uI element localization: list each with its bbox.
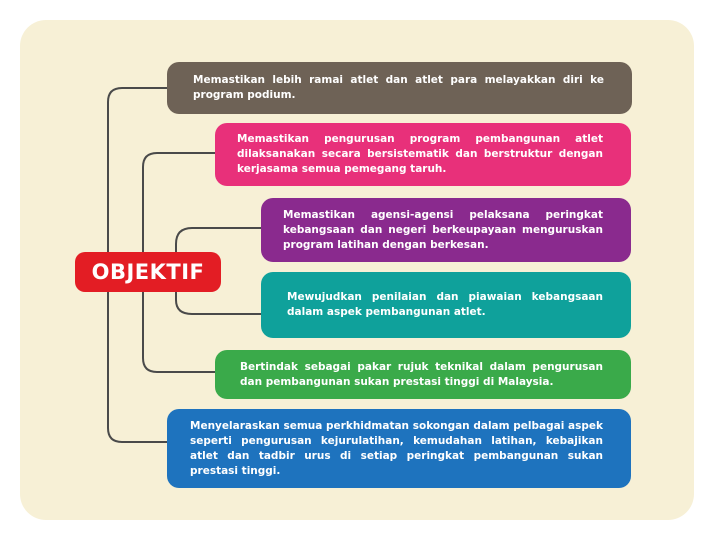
objective-box-6: Menyelaraskan semua perkhidmatan sokonga… — [167, 409, 631, 488]
objective-text-2: Memastikan pengurusan program pembanguna… — [237, 133, 603, 175]
objective-box-4: Mewujudkan penilaian dan piawaian kebang… — [261, 272, 631, 338]
objective-text-5: Bertindak sebagai pakar rujuk teknikal d… — [240, 360, 603, 388]
objective-box-2: Memastikan pengurusan program pembanguna… — [215, 123, 631, 186]
objective-box-5: Bertindak sebagai pakar rujuk teknikal d… — [215, 350, 631, 399]
objective-text-6: Menyelaraskan semua perkhidmatan sokonga… — [190, 419, 603, 477]
objective-box-3: Memastikan agensi-agensi pelaksana perin… — [261, 198, 631, 262]
objektif-hub: OBJEKTIF — [75, 252, 221, 292]
objective-text-4: Mewujudkan penilaian dan piawaian kebang… — [287, 291, 603, 318]
objective-text-3: Memastikan agensi-agensi pelaksana perin… — [283, 208, 603, 251]
objective-box-1: Memastikan lebih ramai atlet dan atlet p… — [167, 62, 632, 114]
objective-text-1: Memastikan lebih ramai atlet dan atlet p… — [193, 74, 604, 101]
hub-label: OBJEKTIF — [91, 260, 205, 284]
